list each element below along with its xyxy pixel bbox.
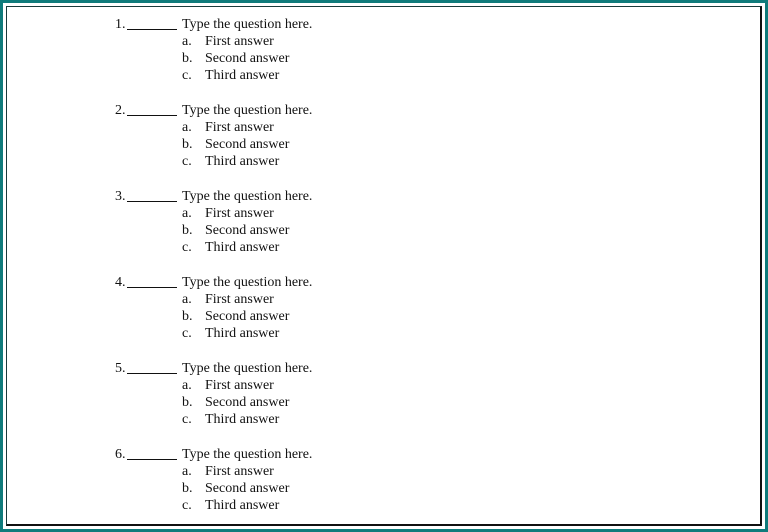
answer-option: a. First answer — [115, 33, 515, 50]
answer-option: a. First answer — [115, 463, 515, 480]
answer-letter: c. — [182, 412, 192, 427]
question-line: 3. Type the question here. — [115, 188, 515, 205]
question-number: 5. — [115, 361, 126, 376]
answer-blank[interactable] — [127, 29, 177, 30]
answer-option: a. First answer — [115, 205, 515, 222]
answer-text: Third answer — [205, 498, 280, 513]
question-number: 1. — [115, 17, 126, 32]
answer-text: Second answer — [205, 223, 290, 238]
answer-option: c. Third answer — [115, 239, 515, 256]
answer-option: b. Second answer — [115, 222, 515, 239]
answer-blank[interactable] — [127, 373, 177, 374]
question-number: 2. — [115, 103, 126, 118]
answer-option: b. Second answer — [115, 480, 515, 497]
answer-option: a. First answer — [115, 377, 515, 394]
answer-option: a. First answer — [115, 119, 515, 136]
answer-option: a. First answer — [115, 291, 515, 308]
question-text: Type the question here. — [182, 447, 313, 462]
answer-text: Third answer — [205, 240, 280, 255]
document-page — [6, 6, 762, 526]
answer-text: First answer — [205, 34, 274, 49]
answer-letter: a. — [182, 206, 192, 221]
answer-option: b. Second answer — [115, 50, 515, 67]
question-text: Type the question here. — [182, 275, 313, 290]
answer-letter: b. — [182, 395, 193, 410]
question-number: 3. — [115, 189, 126, 204]
answer-text: First answer — [205, 120, 274, 135]
answer-letter: b. — [182, 137, 193, 152]
answer-option: c. Third answer — [115, 497, 515, 514]
question-line: 1. Type the question here. — [115, 16, 515, 33]
answer-letter: b. — [182, 223, 193, 238]
answer-option: c. Third answer — [115, 153, 515, 170]
answer-option: c. Third answer — [115, 67, 515, 84]
answer-text: Second answer — [205, 309, 290, 324]
question-line: 4. Type the question here. — [115, 274, 515, 291]
answer-option: c. Third answer — [115, 325, 515, 342]
answer-letter: b. — [182, 309, 193, 324]
answer-text: Third answer — [205, 68, 280, 83]
question-line: 6. Type the question here. — [115, 446, 515, 463]
question-text: Type the question here. — [182, 189, 313, 204]
answer-letter: c. — [182, 240, 192, 255]
answer-letter: c. — [182, 68, 192, 83]
answer-blank[interactable] — [127, 287, 177, 288]
answer-text: Second answer — [205, 137, 290, 152]
answer-text: First answer — [205, 378, 274, 393]
answer-letter: c. — [182, 326, 192, 341]
answer-letter: a. — [182, 464, 192, 479]
answer-option: b. Second answer — [115, 394, 515, 411]
answer-letter: b. — [182, 481, 193, 496]
answer-letter: b. — [182, 51, 193, 66]
answer-text: Third answer — [205, 412, 280, 427]
answer-letter: a. — [182, 120, 192, 135]
answer-option: c. Third answer — [115, 411, 515, 428]
answer-letter: c. — [182, 498, 192, 513]
answer-text: Third answer — [205, 154, 280, 169]
answer-option: b. Second answer — [115, 136, 515, 153]
answer-text: Third answer — [205, 326, 280, 341]
answer-letter: a. — [182, 34, 192, 49]
answer-text: Second answer — [205, 51, 290, 66]
question-text: Type the question here. — [182, 103, 313, 118]
answer-text: First answer — [205, 292, 274, 307]
answer-text: Second answer — [205, 481, 290, 496]
question-line: 2. Type the question here. — [115, 102, 515, 119]
question-number: 4. — [115, 275, 126, 290]
answer-text: Second answer — [205, 395, 290, 410]
answer-option: b. Second answer — [115, 308, 515, 325]
answer-text: First answer — [205, 206, 274, 221]
answer-letter: a. — [182, 378, 192, 393]
question-text: Type the question here. — [182, 17, 313, 32]
question-line: 5. Type the question here. — [115, 360, 515, 377]
answer-blank[interactable] — [127, 201, 177, 202]
answer-blank[interactable] — [127, 115, 177, 116]
answer-letter: c. — [182, 154, 192, 169]
answer-text: First answer — [205, 464, 274, 479]
answer-blank[interactable] — [127, 459, 177, 460]
answer-letter: a. — [182, 292, 192, 307]
question-number: 6. — [115, 447, 126, 462]
question-text: Type the question here. — [182, 361, 313, 376]
